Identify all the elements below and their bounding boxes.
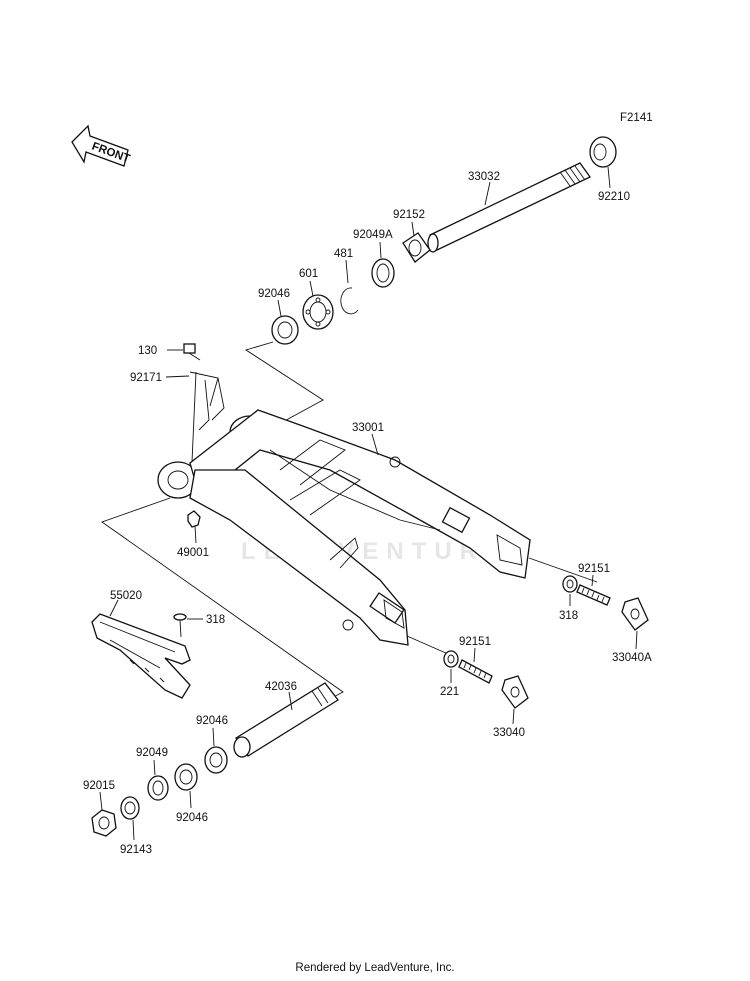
footer-credit: Rendered by LeadVenture, Inc. (295, 962, 455, 974)
nut-92210-icon (589, 136, 617, 168)
label-33001[interactable]: 33001 (352, 422, 384, 434)
bolt-130-icon (183, 343, 201, 361)
label-92046-top[interactable]: 92046 (258, 288, 290, 300)
label-55020[interactable]: 55020 (110, 590, 142, 602)
label-92171[interactable]: 92171 (130, 372, 162, 384)
label-92151-right[interactable]: 92151 (578, 563, 610, 575)
diagram-code: F2141 (620, 112, 653, 124)
label-481[interactable]: 481 (334, 248, 353, 260)
label-42036[interactable]: 42036 (265, 681, 297, 693)
front-arrow-icon: FRONT (71, 124, 131, 167)
adjuster-bolt-92151-right-icon (576, 584, 611, 606)
label-92210[interactable]: 92210 (598, 191, 630, 203)
label-92046-mid[interactable]: 92046 (196, 715, 228, 727)
slider-49001-icon (187, 510, 201, 528)
screw-221-icon (173, 613, 187, 638)
chain-guard-55020-icon (91, 613, 191, 699)
label-49001[interactable]: 49001 (177, 547, 209, 559)
clamp-92171-icon (189, 371, 225, 463)
bearing-601-icon (302, 294, 334, 330)
seal-92049A-icon (371, 258, 395, 288)
pivot-shaft-33032-icon (427, 162, 591, 253)
label-92152[interactable]: 92152 (393, 209, 425, 221)
adjuster-bolt-92151-mid-icon (458, 659, 493, 684)
label-33040A[interactable]: 33040A (612, 652, 652, 664)
nut-318-mid-icon (443, 650, 459, 668)
plate-33040A-icon (621, 597, 649, 631)
label-92046-low[interactable]: 92046 (176, 812, 208, 824)
label-92151-mid[interactable]: 92151 (459, 636, 491, 648)
plate-33040-icon (501, 675, 529, 709)
needle-bearing-92046-top-icon (271, 315, 299, 345)
label-130[interactable]: 130 (138, 345, 157, 357)
needle-bearing-92046-low-icon (174, 763, 198, 791)
label-92143[interactable]: 92143 (120, 844, 152, 856)
label-92049[interactable]: 92049 (136, 747, 168, 759)
sleeve-42036-icon (233, 682, 339, 758)
label-318-right[interactable]: 318 (559, 610, 578, 622)
nut-318-right-icon (562, 575, 578, 593)
nut-92015-icon (91, 809, 117, 837)
label-33032[interactable]: 33032 (468, 171, 500, 183)
label-92015[interactable]: 92015 (83, 780, 115, 792)
collar-92143-icon (120, 796, 140, 820)
label-92049A[interactable]: 92049A (353, 229, 393, 241)
label-221[interactable]: 318 (206, 614, 225, 626)
label-318-mid[interactable]: 221 (440, 686, 459, 698)
circlip-481-icon (340, 287, 359, 315)
seal-92049-icon (147, 775, 169, 801)
label-601[interactable]: 601 (299, 268, 318, 280)
collar-92152-icon (402, 232, 431, 263)
label-33040[interactable]: 33040 (493, 727, 525, 739)
needle-bearing-92046-mid-icon (204, 746, 228, 774)
swingarm-33001-icon (157, 409, 531, 646)
